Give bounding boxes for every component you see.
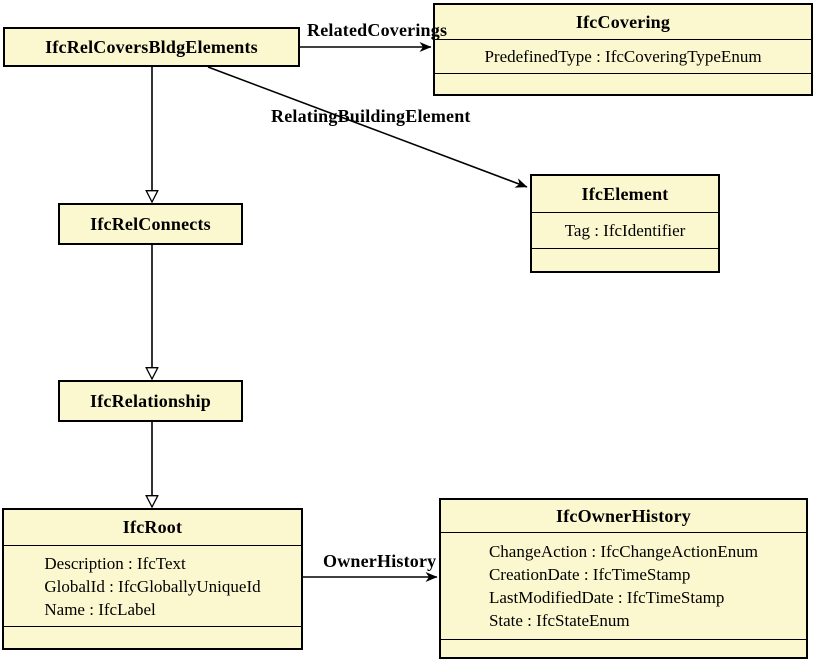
class-attribute: State : IfcStateEnum (488, 611, 630, 630)
class-attribute: LastModifiedDate : IfcTimeStamp (488, 588, 725, 607)
class-attributes: PredefinedType : IfcCoveringTypeEnum (435, 40, 811, 74)
class-ifcrelcoversbldgelements: IfcRelCoversBldgElements (3, 27, 300, 67)
class-title: IfcRelConnects (90, 213, 211, 234)
class-title: IfcRelCoversBldgElements (45, 36, 258, 57)
class-ifcroot: IfcRoot Description : IfcText GlobalId :… (2, 508, 303, 650)
class-attribute: Tag : IfcIdentifier (564, 221, 686, 240)
class-operations-empty (532, 249, 718, 271)
class-attribute: GlobalId : IfcGloballyUniqueId (44, 576, 261, 596)
class-ifcrelationship: IfcRelationship (58, 380, 243, 422)
edge-label-relating-building-element: RelatingBuildingElement (271, 106, 471, 126)
class-attributes: ChangeAction : IfcChangeActionEnum Creat… (441, 533, 806, 640)
class-attributes: Description : IfcText GlobalId : IfcGlob… (4, 546, 301, 627)
class-operations-empty (441, 640, 806, 657)
class-ifccovering: IfcCovering PredefinedType : IfcCovering… (433, 3, 813, 96)
class-title: IfcCovering (435, 5, 811, 40)
class-attribute: Name : IfcLabel (44, 599, 156, 619)
edge-label-related-coverings: RelatedCoverings (307, 20, 448, 40)
class-attributes: Tag : IfcIdentifier (532, 213, 718, 249)
class-title: IfcRelationship (89, 390, 211, 411)
class-title: IfcRoot (4, 510, 301, 546)
class-operations-empty (435, 74, 811, 94)
class-attribute: CreationDate : IfcTimeStamp (488, 565, 691, 584)
class-attribute: ChangeAction : IfcChangeActionEnum (488, 542, 759, 561)
class-ifcrelconnects: IfcRelConnects (58, 203, 243, 245)
edge-label-owner-history: OwnerHistory (323, 551, 437, 571)
class-ifcelement: IfcElement Tag : IfcIdentifier (530, 174, 720, 273)
class-attribute: Description : IfcText (44, 553, 186, 573)
class-title: IfcElement (532, 176, 718, 213)
class-ifcownerhistory: IfcOwnerHistory ChangeAction : IfcChange… (439, 498, 808, 659)
class-title: IfcOwnerHistory (441, 500, 806, 533)
class-attribute: PredefinedType : IfcCoveringTypeEnum (484, 47, 762, 66)
class-operations-empty (4, 627, 301, 648)
